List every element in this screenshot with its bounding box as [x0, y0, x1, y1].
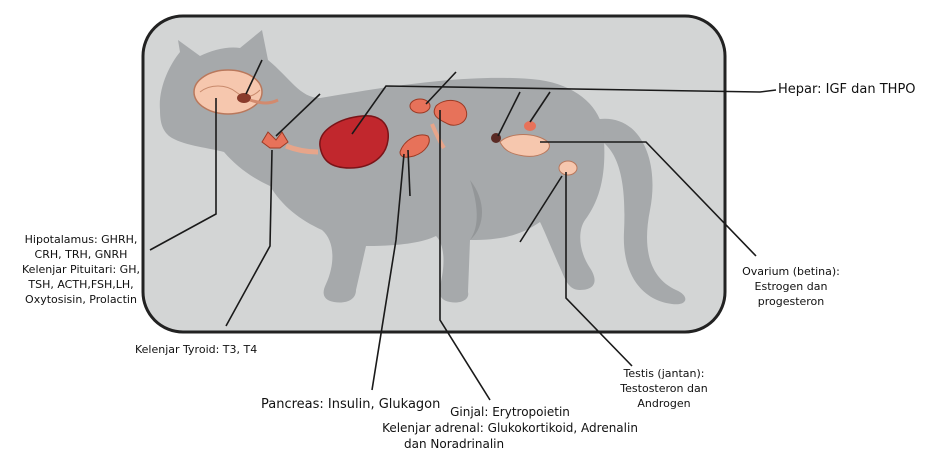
ovary-right-organ — [524, 121, 536, 131]
testis-organ — [559, 161, 577, 175]
label-testis-line: Androgen — [606, 396, 722, 411]
adrenal-organ — [410, 99, 430, 113]
label-tyroid: Kelenjar Tyroid: T3, T4 — [135, 342, 257, 357]
label-ginjal: Ginjal: Erytropoietin — [380, 404, 640, 420]
label-ovarium-line: progesteron — [736, 294, 846, 309]
label-hepar: Hepar: IGF dan THPO — [778, 81, 916, 98]
label-ginjal-adrenal: Ginjal: Erytropoietin Kelenjar adrenal: … — [380, 404, 640, 452]
label-adrenal-line: dan Noradrinalin — [380, 436, 640, 452]
label-hipotalamus-line: Kelenjar Pituitari: GH, — [6, 262, 156, 277]
brain-organ — [194, 70, 262, 114]
label-hipotalamus-line: Oxytosisin, Prolactin — [6, 292, 156, 307]
label-ovarium-line: Estrogen dan — [736, 279, 846, 294]
label-ovarium: Ovarium (betina): Estrogen dan progester… — [736, 264, 846, 309]
label-hipotalamus-line: TSH, ACTH,FSH,LH, — [6, 277, 156, 292]
label-testis: Testis (jantan): Testosteron dan Androge… — [606, 366, 722, 411]
label-hipotalamus: Hipotalamus: GHRH, CRH, TRH, GNRH Kelenj… — [6, 232, 156, 307]
label-testis-line: Testosteron dan — [606, 381, 722, 396]
label-testis-line: Testis (jantan): — [606, 366, 722, 381]
label-hipotalamus-line: Hipotalamus: GHRH, — [6, 232, 156, 247]
label-ovarium-line: Ovarium (betina): — [736, 264, 846, 279]
label-adrenal-line: Kelenjar adrenal: Glukokortikoid, Adrena… — [380, 420, 640, 436]
label-hipotalamus-line: CRH, TRH, GNRH — [6, 247, 156, 262]
pituitary-organ — [237, 93, 251, 103]
